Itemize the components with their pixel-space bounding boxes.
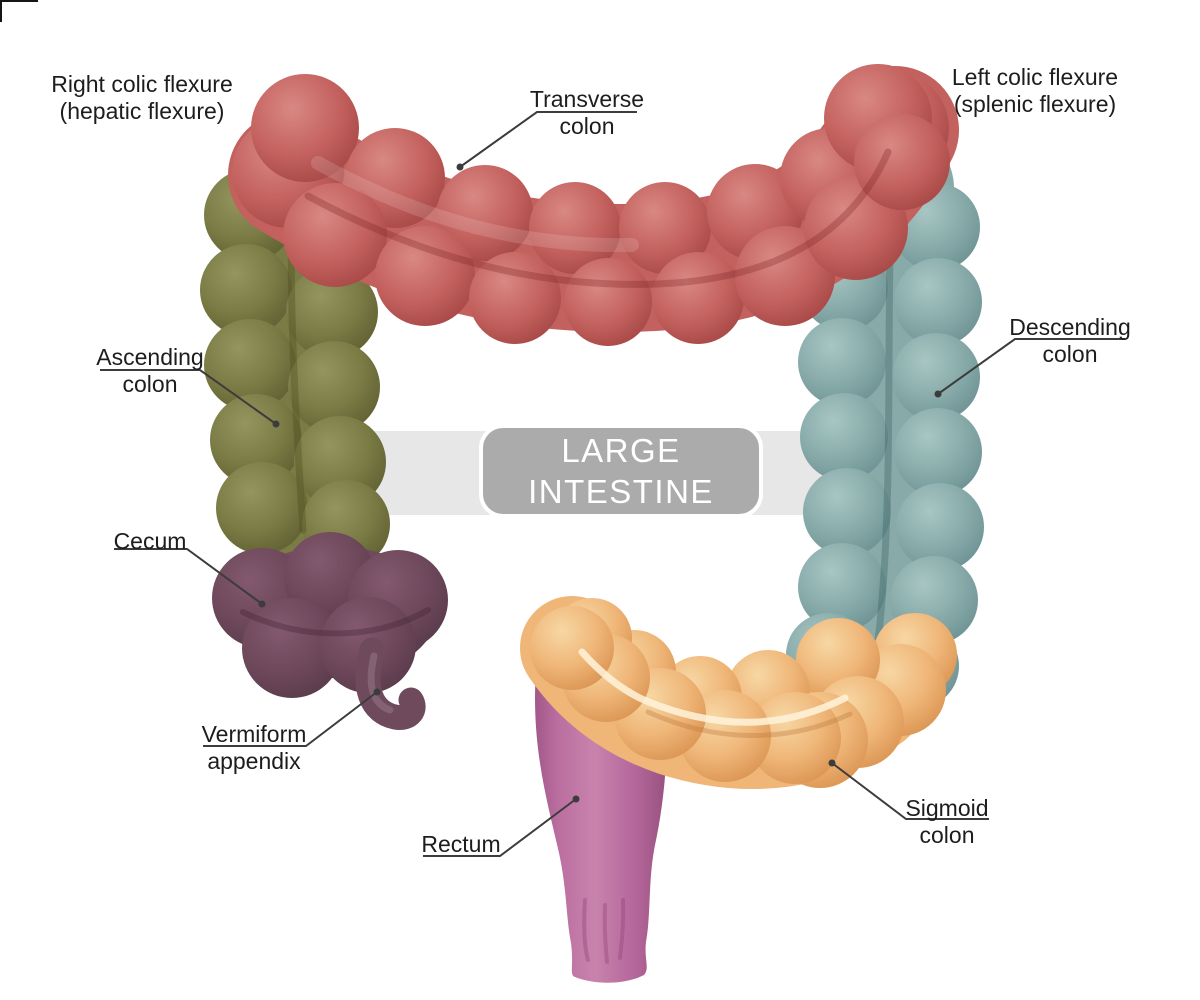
label-right-colic-flexure-line2: (hepatic flexure) xyxy=(59,98,225,124)
label-left-colic-flexure: Left colic flexure (splenic flexure) xyxy=(915,64,1155,118)
label-ascending-colon-line1: Ascending xyxy=(96,344,204,370)
appendix-shape xyxy=(355,637,426,730)
label-right-colic-flexure-line1: Right colic flexure xyxy=(51,71,233,97)
banner-line-1: LARGE xyxy=(561,432,681,469)
label-descending-colon-line1: Descending xyxy=(1009,314,1131,340)
label-rectum: Rectum xyxy=(390,831,532,858)
label-descending-colon-line2: colon xyxy=(1042,341,1098,367)
label-rectum-line1: Rectum xyxy=(421,831,501,857)
label-transverse-colon: Transverse colon xyxy=(487,86,687,140)
label-ascending-colon-line2: colon xyxy=(122,371,178,397)
label-left-colic-flexure-line2: (splenic flexure) xyxy=(953,91,1117,117)
label-right-colic-flexure: Right colic flexure (hepatic flexure) xyxy=(20,71,264,125)
label-sigmoid-colon: Sigmoid colon xyxy=(860,795,1034,849)
label-vermiform-appendix-line1: Vermiform xyxy=(201,721,307,747)
corner-mark xyxy=(0,0,38,22)
label-sigmoid-colon-line2: colon xyxy=(919,822,975,848)
banner-box: LARGE INTESTINE xyxy=(479,424,763,518)
label-transverse-colon-line1: Transverse xyxy=(529,86,645,112)
sigmoid-colon-shape xyxy=(520,596,957,789)
label-left-colic-flexure-line1: Left colic flexure xyxy=(951,64,1119,90)
label-descending-colon: Descending colon xyxy=(972,314,1168,368)
rectum-shape xyxy=(535,637,668,983)
label-cecum-line1: Cecum xyxy=(113,528,187,554)
label-ascending-colon: Ascending colon xyxy=(58,344,242,398)
label-sigmoid-colon-line1: Sigmoid xyxy=(905,795,989,821)
cecum-shape xyxy=(212,532,448,730)
label-transverse-colon-line2: colon xyxy=(559,113,615,139)
label-cecum: Cecum xyxy=(80,528,220,555)
label-vermiform-appendix: Vermiform appendix xyxy=(162,721,346,775)
label-vermiform-appendix-line2: appendix xyxy=(207,748,301,774)
banner-line-2: INTESTINE xyxy=(528,473,714,510)
leader-cecum xyxy=(114,548,263,605)
